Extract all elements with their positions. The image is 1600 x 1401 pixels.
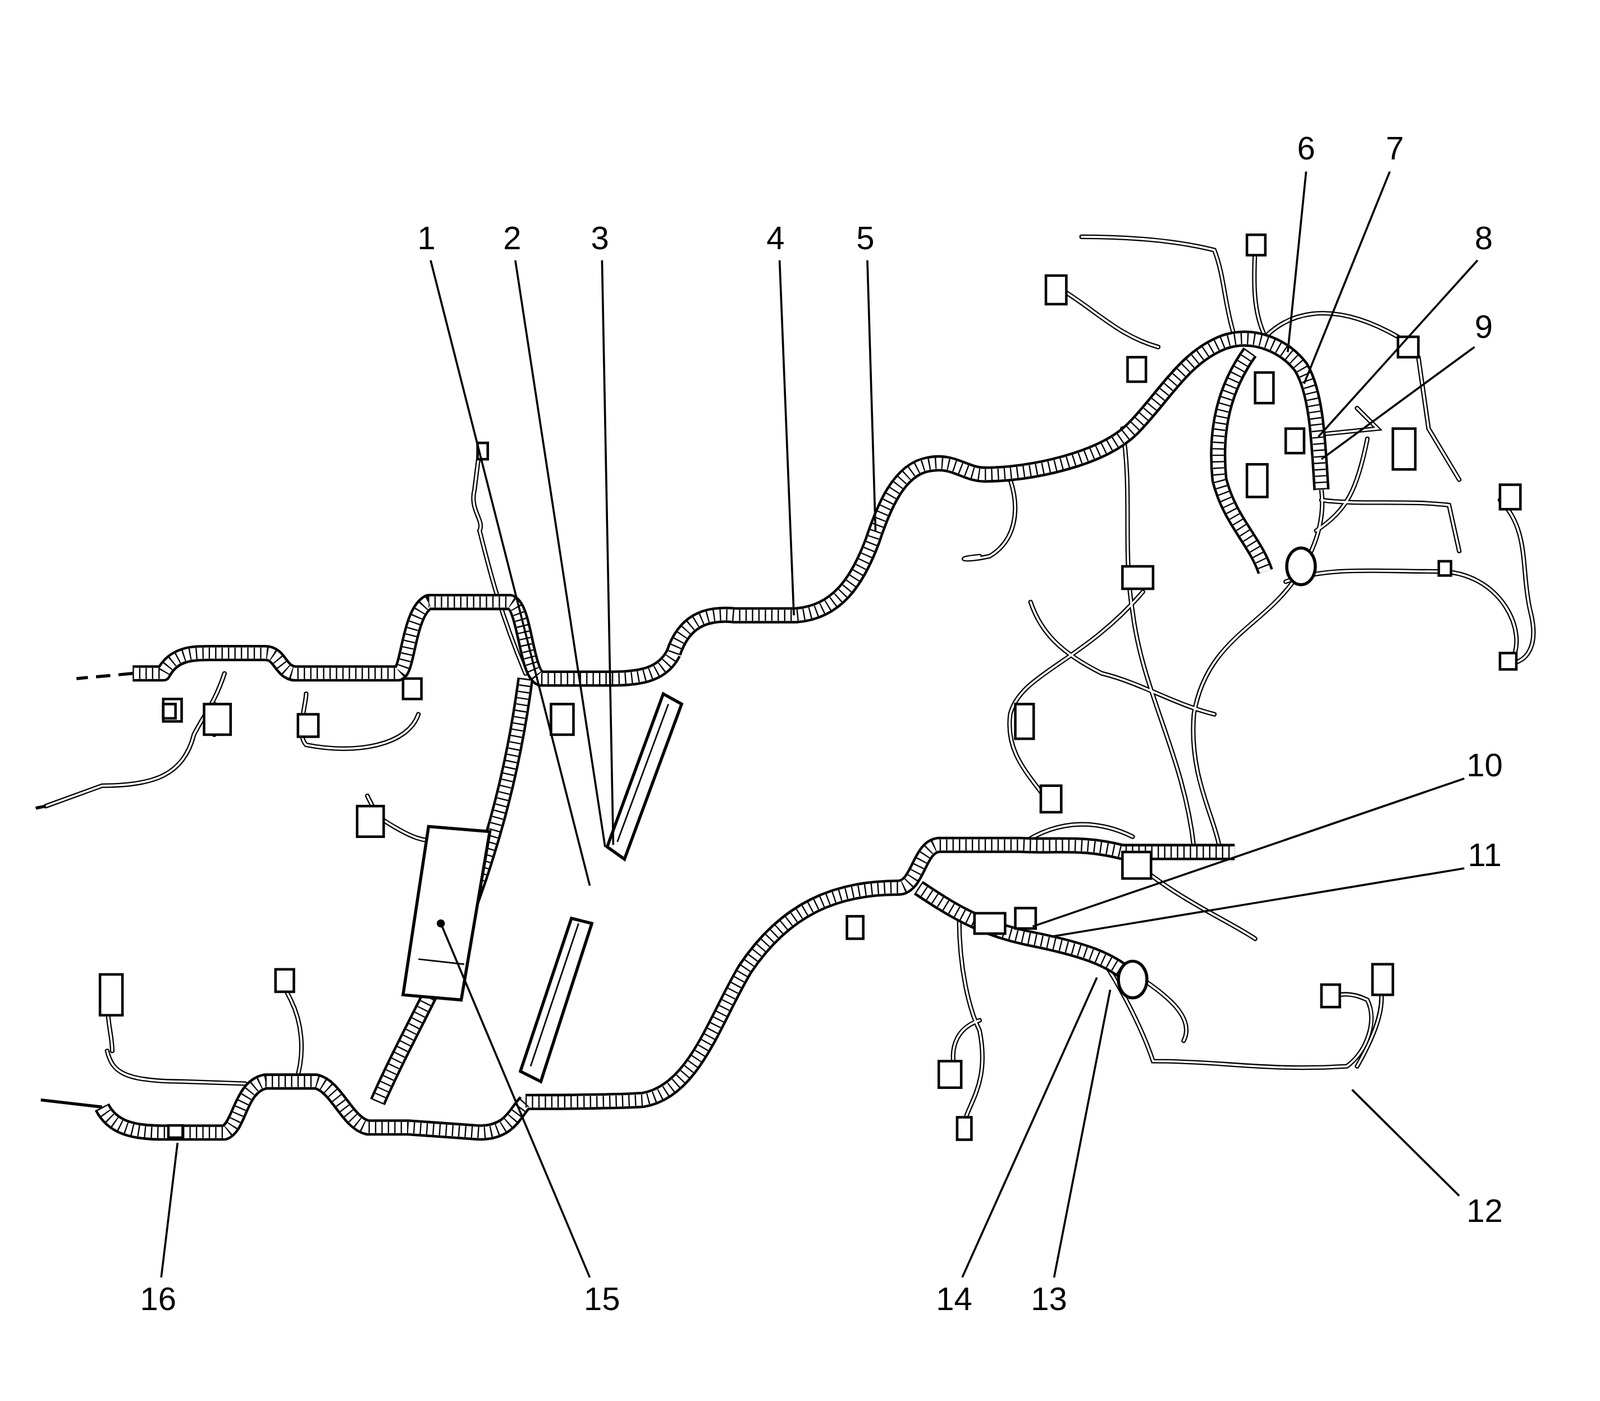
callout-number: 16 (137, 1281, 179, 1317)
callout-number: 4 (764, 220, 787, 256)
callout-number: 15 (581, 1281, 623, 1317)
callout-number: 2 (500, 220, 524, 256)
callout-number: 14 (933, 1281, 975, 1317)
callout-number: 6 (1294, 130, 1318, 166)
callout-number: 11 (1465, 837, 1504, 873)
callout-number: 12 (1464, 1193, 1506, 1229)
callout-number: 1 (415, 220, 438, 256)
callout-number: 8 (1472, 220, 1496, 256)
callout-number: 7 (1383, 130, 1407, 166)
callout-number: 10 (1464, 747, 1506, 783)
callout-number: 13 (1028, 1281, 1070, 1317)
callout-number: 3 (588, 220, 612, 256)
callout-number: 9 (1472, 309, 1496, 345)
callout-number: 5 (853, 220, 877, 256)
